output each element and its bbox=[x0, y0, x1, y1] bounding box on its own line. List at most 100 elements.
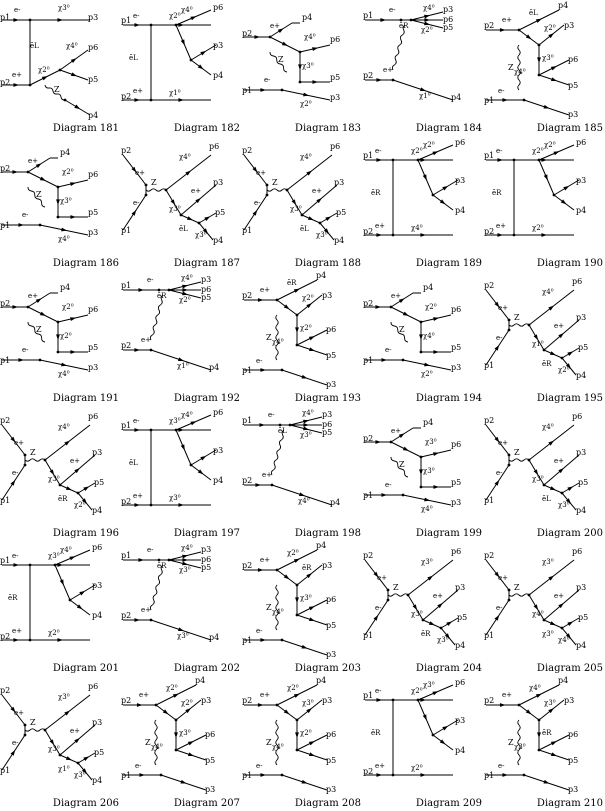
z-boson-line bbox=[508, 458, 530, 462]
chain2-label: χ4⁰ bbox=[298, 497, 310, 505]
p4-label: p4 bbox=[576, 641, 586, 650]
p1-label: p1 bbox=[242, 226, 252, 235]
p3-label: p3 bbox=[326, 650, 336, 659]
arrow-icon bbox=[182, 288, 189, 292]
diagram-caption: Diagram 181 bbox=[52, 123, 119, 134]
p1-label: p1 bbox=[0, 13, 10, 22]
p4-label: p4 bbox=[92, 506, 102, 515]
vertex-dot bbox=[28, 563, 32, 567]
chain1-label: χ2⁰ bbox=[423, 141, 435, 149]
diagram-caption: Diagram 206 bbox=[52, 798, 119, 809]
arrow-icon bbox=[444, 633, 451, 639]
p1-label: p1 bbox=[363, 151, 373, 160]
arrow-icon bbox=[170, 199, 176, 206]
p2-label: p2 bbox=[0, 416, 10, 425]
p6-label: p6 bbox=[443, 15, 453, 24]
p3-label: p3 bbox=[326, 785, 336, 794]
p6-label: p6 bbox=[213, 3, 223, 12]
arrow-icon bbox=[442, 725, 449, 731]
arrow-icon bbox=[432, 691, 439, 696]
arrow-icon bbox=[180, 444, 185, 451]
arrow-icon bbox=[57, 563, 64, 567]
arrow-icon bbox=[178, 98, 185, 102]
e-minus-label: e- bbox=[12, 469, 19, 477]
chain1-label: χ1⁰ bbox=[58, 765, 70, 773]
arrow-icon bbox=[398, 433, 405, 438]
arrow-icon bbox=[420, 233, 427, 237]
arrow-icon bbox=[424, 497, 431, 502]
diagram-caption: Diagram 188 bbox=[294, 258, 361, 269]
vertex-dot bbox=[542, 618, 546, 622]
top-particle-label: χ4⁰ bbox=[179, 153, 191, 161]
p4-label: p4 bbox=[423, 283, 433, 292]
top-particle-label: χ4⁰ bbox=[542, 423, 554, 431]
chain2-label: χ2⁰ bbox=[411, 764, 423, 772]
top-particle-label: χ3⁰ bbox=[48, 552, 60, 560]
arrow-icon bbox=[494, 344, 500, 351]
p6-label: p6 bbox=[88, 305, 98, 314]
e-minus-label: e- bbox=[135, 762, 142, 770]
arrow-icon bbox=[293, 693, 300, 698]
p6-label: p6 bbox=[88, 682, 98, 691]
arrow-icon bbox=[308, 336, 315, 341]
p6-label: p6 bbox=[326, 595, 336, 604]
chain2-label: χ3⁰ bbox=[437, 636, 449, 644]
p6-label: p6 bbox=[451, 440, 461, 449]
vertex-dot bbox=[537, 73, 541, 77]
vertex-dot bbox=[517, 28, 521, 32]
mid-particle-label: χ2⁰ bbox=[181, 699, 193, 707]
z-boson-line bbox=[275, 584, 279, 631]
p4-label: p4 bbox=[195, 676, 205, 685]
p5-label: p5 bbox=[326, 756, 336, 765]
vertex-dot bbox=[56, 215, 60, 219]
z-label: Z bbox=[393, 583, 399, 592]
arrow-icon bbox=[543, 104, 550, 109]
chain1-label: χ2⁰ bbox=[179, 296, 191, 304]
chain1-label: χ4⁰ bbox=[423, 332, 435, 340]
p4-label: p4 bbox=[423, 418, 433, 427]
vertex-dot bbox=[318, 221, 322, 225]
arrow-icon bbox=[549, 486, 556, 491]
vertex-dot bbox=[63, 98, 67, 102]
arrow-icon bbox=[558, 467, 564, 474]
arrow-icon bbox=[565, 498, 572, 504]
chain1-label: χ3⁰ bbox=[300, 594, 312, 602]
p6-label: p6 bbox=[92, 543, 102, 552]
vertex-dot bbox=[419, 455, 423, 459]
vertex-dot bbox=[391, 698, 395, 702]
arrow-icon bbox=[64, 710, 71, 716]
e-plus-label: e+ bbox=[141, 336, 151, 344]
arrow-icon bbox=[65, 486, 72, 491]
p2-label: p2 bbox=[363, 434, 373, 443]
p6-label: p6 bbox=[330, 142, 340, 151]
p6-label: p6 bbox=[455, 678, 465, 687]
arrow-icon bbox=[81, 768, 88, 774]
arrow-icon bbox=[303, 92, 310, 97]
arrow-icon bbox=[560, 199, 567, 205]
z-boson-line bbox=[27, 321, 46, 343]
arrow-icon bbox=[494, 436, 500, 443]
e-plus-label: e+ bbox=[28, 157, 38, 165]
z-boson-line bbox=[145, 188, 167, 192]
top-particle-label: ẽL bbox=[529, 9, 538, 17]
z-label: Z bbox=[514, 583, 520, 592]
p6-label: p6 bbox=[455, 138, 465, 147]
e-minus-label: e- bbox=[14, 6, 21, 14]
e-minus-label: e- bbox=[385, 346, 392, 354]
arrow-icon bbox=[162, 709, 169, 715]
chain1-label: ẽL bbox=[542, 495, 551, 503]
e-plus-label: e+ bbox=[498, 439, 508, 447]
arrow-icon bbox=[303, 419, 310, 424]
arrow-icon bbox=[131, 166, 137, 173]
p1-label: p1 bbox=[121, 421, 131, 430]
mid-particle-label: ẽR bbox=[371, 729, 381, 737]
chain1-label: χ2⁰ bbox=[300, 324, 312, 332]
